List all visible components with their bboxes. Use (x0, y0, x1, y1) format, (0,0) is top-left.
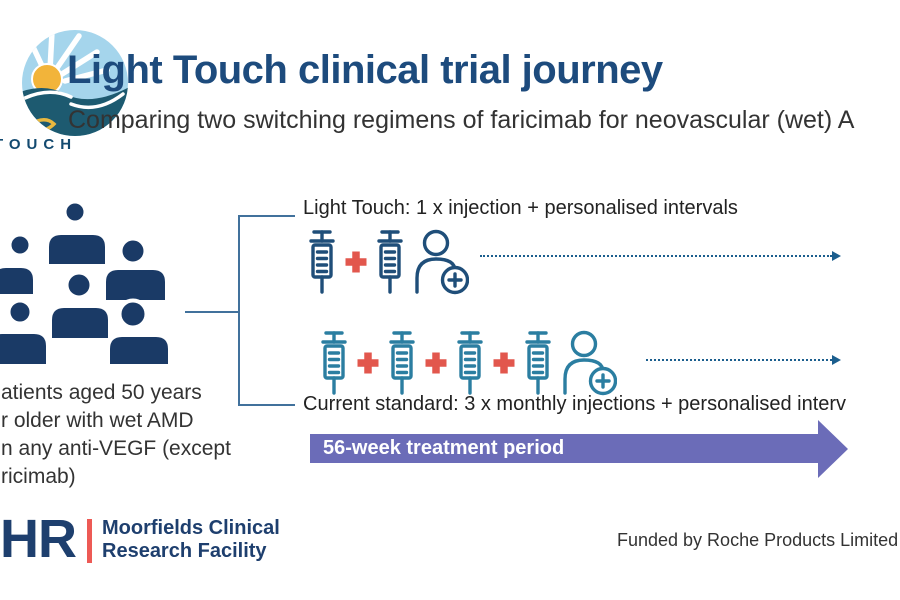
syringe-icon (377, 230, 403, 294)
facility-line: Research Facility (102, 540, 267, 562)
facility-line: Moorfields Clinical (102, 517, 280, 539)
current-standard-arm-label: Current standard: 3 x monthly injections… (303, 393, 847, 415)
person-silhouette (0, 298, 50, 366)
cohort-line: n any anti-VEGF (except (1, 437, 231, 460)
treatment-period-arrow: 56-week treatment period (310, 434, 818, 463)
person-silhouette (102, 236, 169, 304)
plus-icon (423, 350, 449, 376)
plus-icon (491, 350, 517, 376)
arrowhead-icon (832, 251, 841, 261)
light-touch-logo (22, 30, 128, 136)
bracket-vertical-line (238, 215, 240, 406)
bracket-stem-line (185, 311, 238, 313)
light-touch-timeline-arrow (480, 251, 841, 261)
person-silhouette (48, 270, 112, 342)
cohort-line: ricimab) (1, 465, 76, 488)
nihr-logo-text: HR (0, 509, 77, 569)
plus-icon (343, 249, 369, 275)
person-silhouette (106, 298, 172, 366)
logo-wordmark: TOUCH (0, 136, 78, 153)
facility-name: Moorfields Clinical Research Facility (102, 517, 280, 563)
light-touch-arm-icons (306, 227, 469, 297)
syringe-icon (457, 331, 483, 395)
syringe-icon (389, 331, 415, 395)
arrowhead-icon (832, 355, 841, 365)
bracket-top-branch-line (240, 215, 295, 217)
patient-group-icon (0, 199, 172, 366)
patient-review-icon (415, 229, 469, 295)
person-silhouette (45, 199, 109, 268)
syringe-icon (309, 230, 335, 294)
page-title: Light Touch clinical trial journey (67, 48, 663, 92)
syringe-icon (525, 331, 551, 395)
funding-credit: Funded by Roche Products Limited ( (617, 530, 900, 550)
cohort-line: r older with wet AMD (1, 409, 194, 432)
cohort-description: atients aged 50 years r older with wet A… (1, 379, 231, 491)
person-silhouette (0, 232, 37, 298)
current-standard-arm-icons (318, 328, 617, 398)
bracket-bottom-branch-line (240, 404, 295, 406)
plus-icon (355, 350, 381, 376)
syringe-icon (321, 331, 347, 395)
cohort-line: atients aged 50 years (1, 381, 202, 404)
light-touch-arm-label: Light Touch: 1 x injection + personalise… (303, 197, 738, 219)
current-standard-timeline-arrow (646, 355, 841, 365)
nihr-logo-divider (87, 519, 92, 563)
patient-review-icon (563, 330, 617, 396)
treatment-period-arrowhead (818, 420, 848, 478)
page-subtitle: Comparing two switching regimens of fari… (68, 106, 855, 134)
